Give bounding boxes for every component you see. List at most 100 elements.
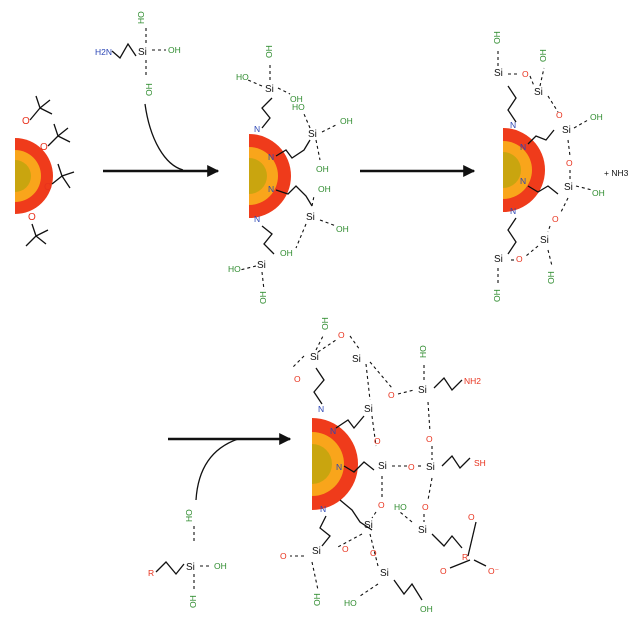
hydroxyl-label: HO	[228, 264, 241, 274]
amine-label: N	[320, 504, 326, 514]
silicon-label: Si	[378, 461, 387, 472]
reaction-arrow-icon	[103, 103, 220, 177]
amine-label: N	[336, 462, 342, 472]
hydroxyl-label: OH	[318, 184, 331, 194]
silicon-label: Si	[306, 212, 315, 223]
oxygen-label: O	[374, 436, 381, 446]
hydroxyl-label: HO	[184, 509, 194, 522]
silicon-label: Si	[310, 352, 319, 363]
silicon-label: Si	[364, 404, 373, 415]
hydroxyl-label: OH	[144, 83, 154, 96]
hydroxyl-label: HO	[344, 598, 357, 608]
silicon-label: Si	[312, 546, 321, 557]
hydroxyl-label: OH	[264, 45, 274, 58]
silicon-label: Si	[186, 562, 195, 573]
hydroxyl-label: OH	[312, 593, 322, 606]
silane-reagent-icon: HO R Si OH OH	[148, 509, 227, 608]
oxygen-label: O	[408, 462, 415, 472]
functional-group-label: SH	[474, 458, 486, 468]
nanoparticle-core-icon	[312, 418, 358, 510]
hydroxyl-label: OH	[420, 604, 433, 614]
silicon-label: Si	[494, 254, 503, 265]
silicon-label: Si	[257, 260, 266, 271]
hydroxyl-label: HO	[292, 102, 305, 112]
amine-label: N	[318, 404, 324, 414]
hydroxyl-label: OH	[188, 595, 198, 608]
oxygen-label: O	[294, 374, 301, 384]
silicon-label: Si	[352, 354, 361, 365]
silicon-label: Si	[380, 568, 389, 579]
silicon-label: Si	[265, 84, 274, 95]
silicon-label: Si	[564, 182, 573, 193]
oxygen-label: O	[22, 116, 30, 127]
oxygen-label: O	[28, 212, 36, 223]
hydroxyl-label: HO	[418, 345, 428, 358]
amine-label: N	[268, 152, 274, 162]
amine-label: N	[510, 120, 516, 130]
stage-3-condensed-particle: N N N N Si Si Si Si Si Si O O O O O OH O…	[492, 31, 629, 302]
hydroxyl-label: OH	[492, 289, 502, 302]
nanoparticle-core-icon	[503, 128, 545, 212]
functional-group-label: O⁻	[488, 566, 500, 576]
hydroxyl-label: OH	[168, 45, 181, 55]
oxygen-label: O	[388, 390, 395, 400]
oxygen-label: O	[40, 142, 48, 153]
byproduct-label: + NH3	[604, 168, 629, 178]
hydroxyl-label: OH	[290, 94, 303, 104]
amine-label: N	[520, 176, 526, 186]
amine-label: H2N	[95, 47, 112, 57]
functional-group-label: R	[462, 552, 468, 562]
hydroxyl-label: OH	[538, 49, 548, 62]
oxygen-label: O	[370, 548, 377, 558]
oxygen-label: O	[44, 182, 52, 193]
hydroxyl-label: OH	[492, 31, 502, 44]
nanoparticle-core-icon	[249, 134, 291, 218]
functional-group-label: NH2	[464, 376, 481, 386]
oxygen-label: O	[422, 502, 429, 512]
hydroxyl-label: OH	[546, 271, 556, 284]
hydroxyl-label: OH	[258, 291, 268, 304]
functional-group-label: R	[148, 568, 154, 578]
silicon-label: Si	[418, 385, 427, 396]
silicon-label: Si	[426, 462, 435, 473]
hydroxyl-label: OH	[214, 561, 227, 571]
hydroxyl-label: HO	[394, 502, 407, 512]
oxygen-label: O	[338, 330, 345, 340]
functional-group-label: O	[440, 566, 447, 576]
silicon-label: Si	[534, 87, 543, 98]
oxygen-label: O	[426, 434, 433, 444]
amine-label: N	[268, 184, 274, 194]
amine-label: N	[254, 124, 260, 134]
hydroxyl-label: OH	[340, 116, 353, 126]
silicon-label: Si	[562, 125, 571, 136]
silicon-label: Si	[540, 235, 549, 246]
amine-label: N	[330, 426, 336, 436]
hydroxyl-label: OH	[590, 112, 603, 122]
silicon-label: Si	[364, 520, 373, 531]
oxygen-label: O	[522, 69, 529, 79]
oxygen-label: O	[280, 551, 287, 561]
oxygen-label: O	[566, 158, 573, 168]
stage-2-grafted-particle: N N N N Si Si Si Si OH HO OH HO OH OH OH…	[228, 45, 353, 304]
reaction-arrow-icon	[168, 433, 292, 501]
hydroxyl-label: OH	[592, 188, 605, 198]
silane-reagent-icon: HO H2N Si OH OH	[95, 11, 181, 96]
silicon-label: Si	[494, 68, 503, 79]
amine-label: N	[520, 142, 526, 152]
hydroxyl-label: OH	[320, 317, 330, 330]
hydroxyl-label: OH	[280, 248, 293, 258]
hydroxyl-label: HO	[136, 11, 146, 24]
nanoparticle-core-icon	[15, 138, 53, 214]
hydroxyl-label: OH	[336, 224, 349, 234]
amine-label: N	[254, 214, 260, 224]
stage-1-core-with-hydroxyls: O O O O	[15, 95, 75, 247]
silicon-label: Si	[308, 129, 317, 140]
oxygen-label: O	[556, 110, 563, 120]
silicon-label: Si	[418, 525, 427, 536]
oxygen-label: O	[342, 544, 349, 554]
oxygen-label: O	[552, 214, 559, 224]
silicon-label: Si	[138, 47, 147, 58]
hydroxyl-label: OH	[316, 164, 329, 174]
oxygen-label: O	[516, 254, 523, 264]
